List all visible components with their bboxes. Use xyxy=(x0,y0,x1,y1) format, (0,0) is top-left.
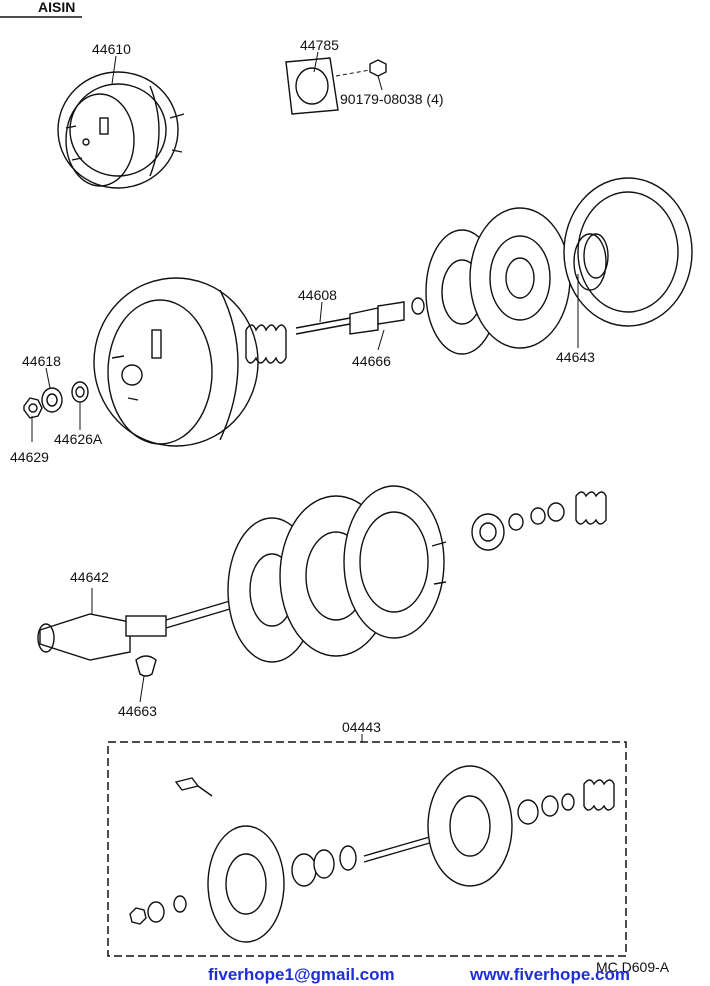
part-label-44663: 44663 xyxy=(118,703,157,719)
valve-body-44642 xyxy=(37,597,241,661)
retainer-44629 xyxy=(23,397,43,419)
kit-box-04443 xyxy=(107,734,627,957)
leader-lines xyxy=(31,51,579,703)
kit-contents xyxy=(129,765,615,943)
part-label-44643: 44643 xyxy=(556,349,595,365)
part-label-44785: 44785 xyxy=(300,37,339,53)
return-spring xyxy=(245,324,287,364)
part-label-44629: 44629 xyxy=(10,449,49,465)
push-rod-44608 xyxy=(295,317,351,335)
part-label-90179: 90179-08038 (4) xyxy=(340,91,444,107)
part-label-44642: 44642 xyxy=(70,569,109,585)
gasket-plate-44785 xyxy=(285,57,371,115)
booster-assembly-44610 xyxy=(57,71,185,189)
main-booster-shell xyxy=(93,277,259,447)
diaphragm-plate xyxy=(425,207,571,355)
washer-44626a xyxy=(71,381,89,403)
key-44663 xyxy=(135,655,157,677)
front-shell xyxy=(563,177,693,327)
drawing-code: MC D609-A xyxy=(596,959,670,975)
brand-label: AISIN xyxy=(38,0,75,15)
part-label-44626a: 44626A xyxy=(54,431,103,447)
part-label-44618: 44618 xyxy=(22,353,61,369)
part-label-04443: 04443 xyxy=(342,719,381,735)
valve-body-44666 xyxy=(349,297,425,335)
rear-shell-lower xyxy=(227,485,447,663)
nut-90179 xyxy=(369,59,387,91)
watermark-website: www.fiverhope.com xyxy=(469,965,630,984)
part-label-44666: 44666 xyxy=(352,353,391,369)
part-label-44608: 44608 xyxy=(298,287,337,303)
watermark-email: fiverhope1@gmail.com xyxy=(208,965,395,984)
seal-44618 xyxy=(41,387,63,413)
part-label-44610: 44610 xyxy=(92,41,131,57)
seal-kit-upper xyxy=(471,491,607,551)
